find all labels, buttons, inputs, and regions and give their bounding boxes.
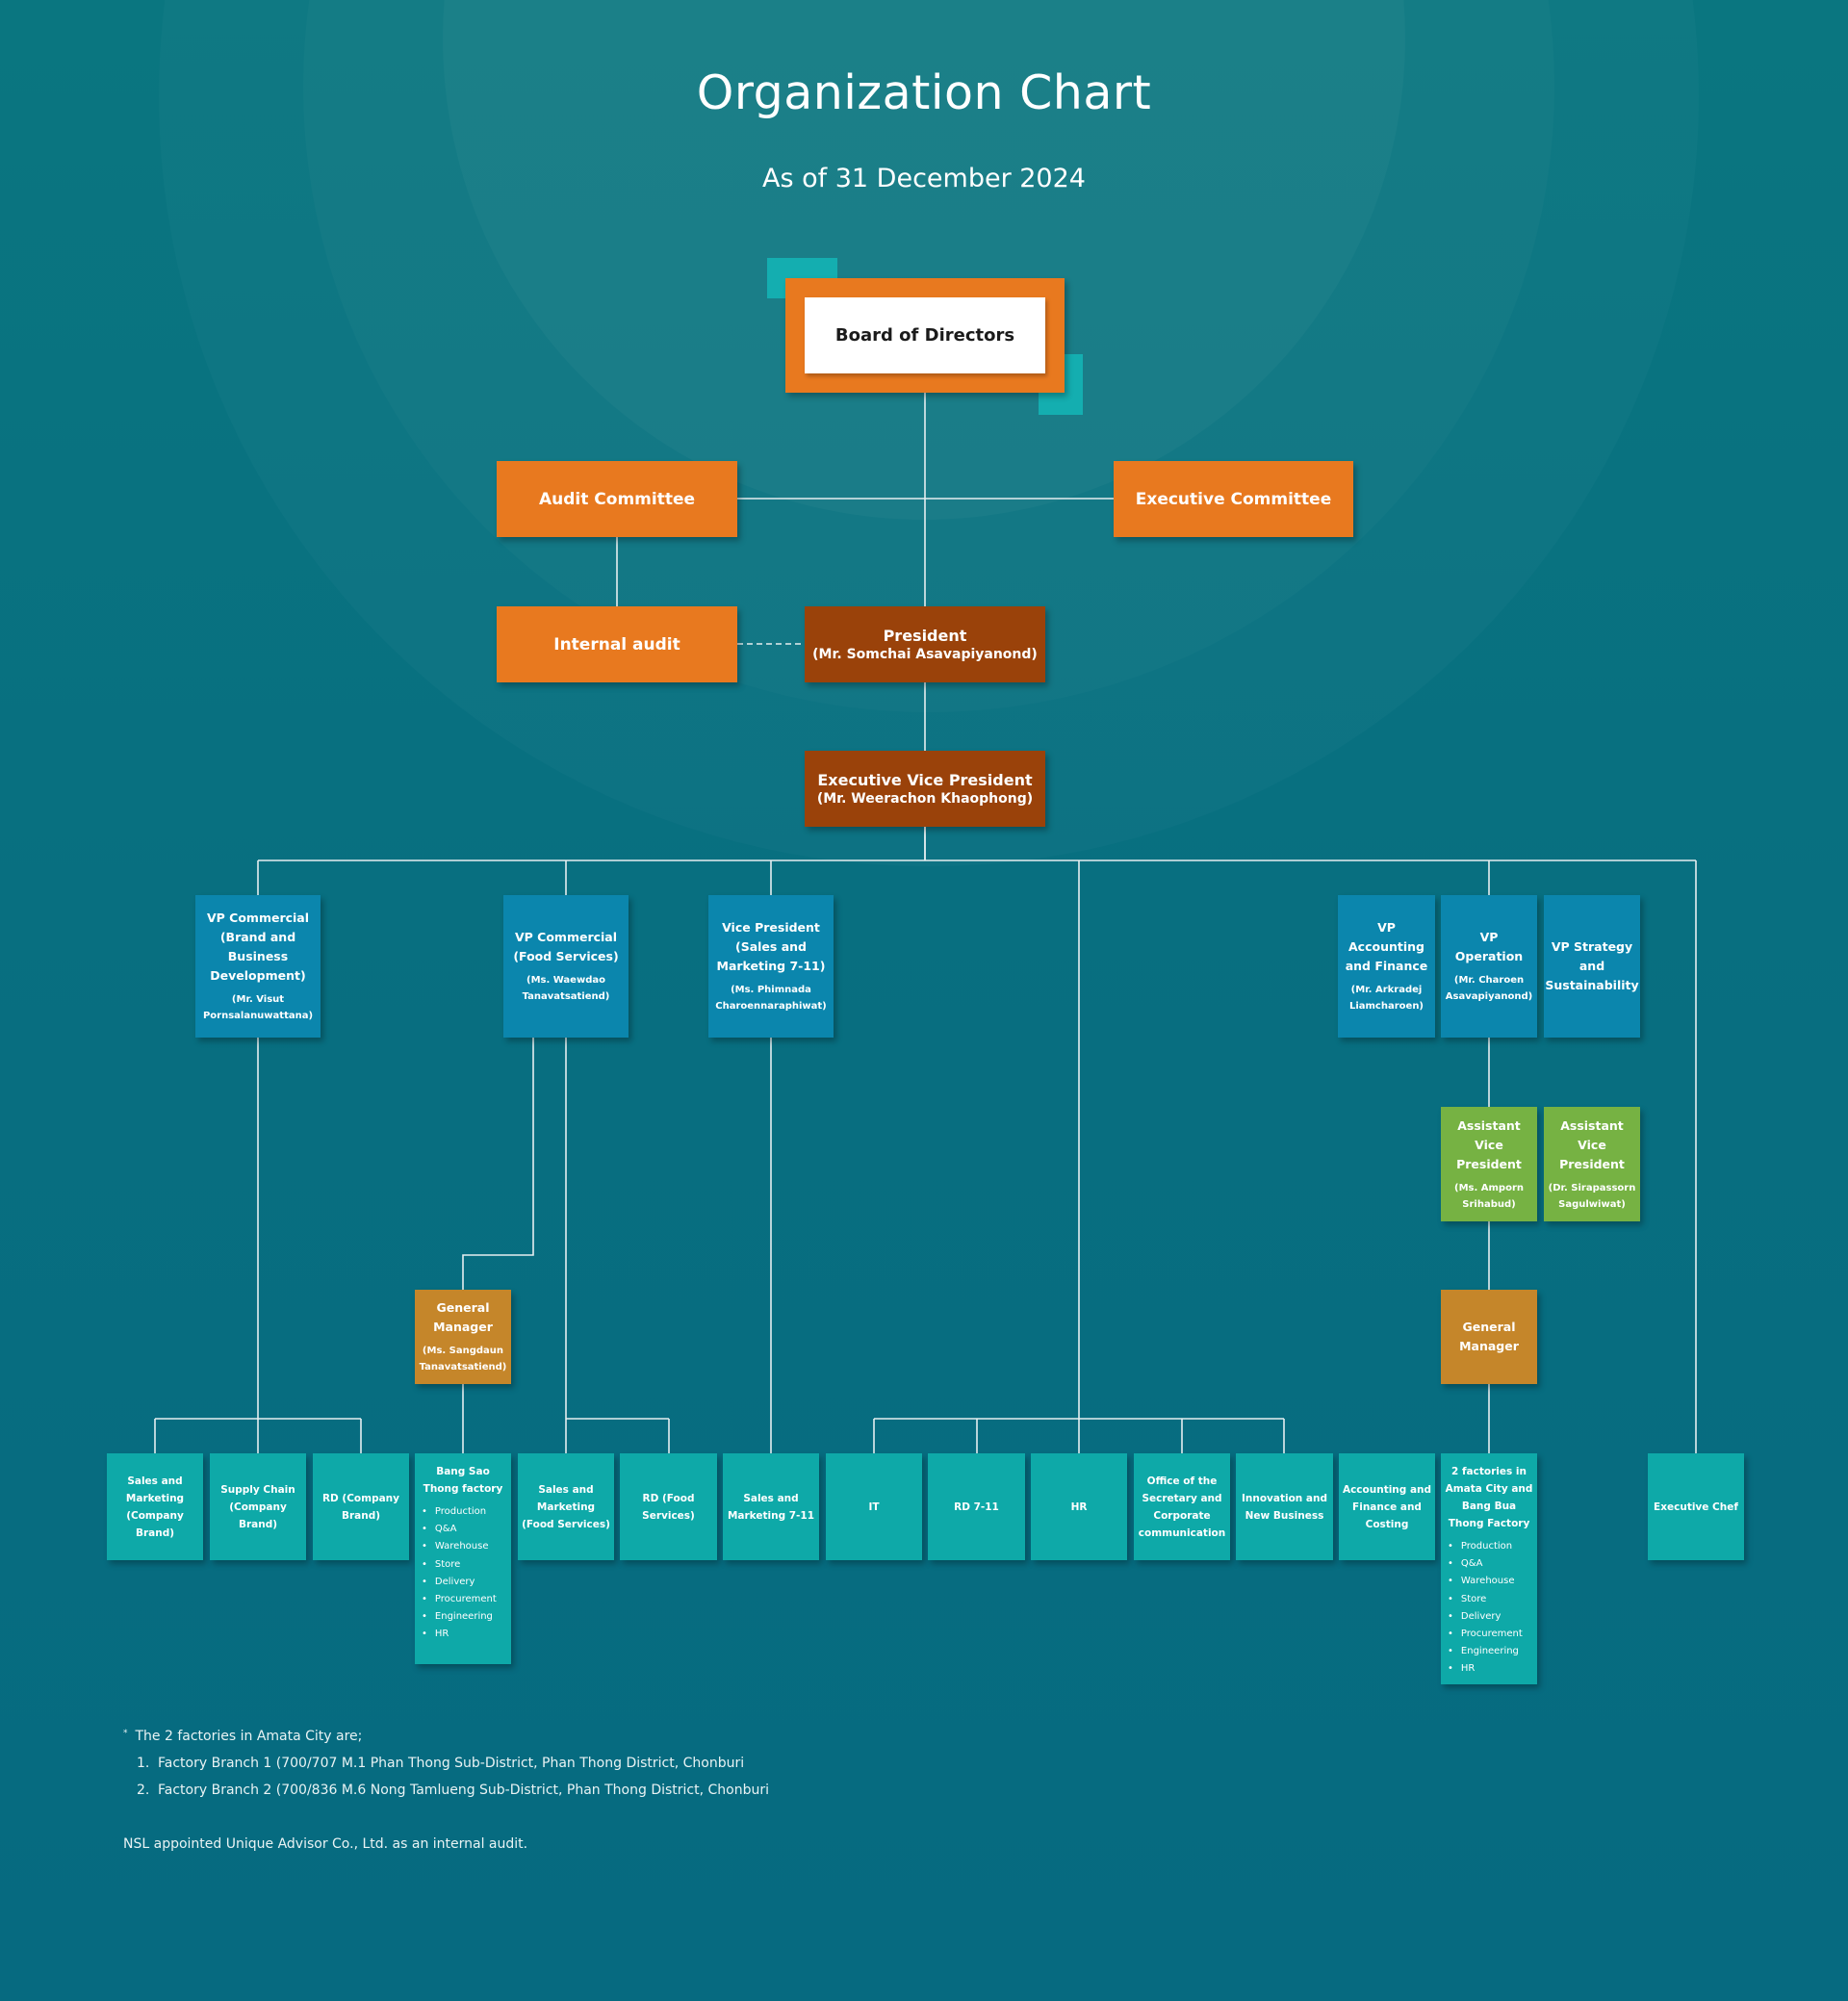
- factory-function-item: Warehouse: [1448, 1573, 1538, 1590]
- unit-bang-sao-thong-factory: Bang Sao Thong factory Production Q&A Wa…: [415, 1453, 511, 1664]
- footnote-item: 2. Factory Branch 2 (700/836 M.6 Nong Tam…: [137, 1783, 769, 1798]
- factory-function-item: HR: [422, 1626, 512, 1643]
- executive-vice-president-box: Executive Vice President (Mr. Weerachon …: [805, 751, 1045, 827]
- evp-title: Executive Vice President: [817, 771, 1033, 789]
- factory-function-item: Store: [422, 1556, 512, 1574]
- factory-function-item: Engineering: [1448, 1643, 1538, 1660]
- assistant-vp-amporn-box: Assistant Vice President (Ms. Amporn Sri…: [1441, 1107, 1537, 1221]
- avp-name: (Ms. Amporn Srihabud): [1454, 1182, 1524, 1210]
- factory-function-list: Production Q&A Warehouse Store Delivery …: [414, 1503, 512, 1644]
- footnote-item-text: Factory Branch 1 (700/707 M.1 Phan Thong…: [158, 1756, 745, 1771]
- factory-function-item: HR: [1448, 1660, 1538, 1678]
- evp-name: (Mr. Weerachon Khaophong): [816, 791, 1034, 807]
- executive-committee-box: Executive Committee: [1114, 461, 1353, 537]
- unit-label: Bang Sao Thong factory: [423, 1466, 503, 1495]
- vp-operation-box: VP Operation (Mr. Charoen Asavapiyanond): [1441, 895, 1537, 1038]
- unit-sales-marketing-company-brand: Sales and Marketing (Company Brand): [107, 1453, 203, 1560]
- vp-name: (Mr. Arkradej Liamcharoen): [1348, 985, 1424, 1012]
- vp-commercial-food-box: VP Commercial (Food Services) (Ms. Waewd…: [503, 895, 629, 1038]
- unit-it: IT: [826, 1453, 922, 1560]
- gm-title: General Manager: [1459, 1320, 1519, 1353]
- unit-accounting-finance-costing: Accounting and Finance and Costing: [1339, 1453, 1435, 1560]
- unit-sales-marketing-food-services: Sales and Marketing (Food Services): [518, 1453, 614, 1560]
- general-manager-operation-box: General Manager: [1441, 1290, 1537, 1384]
- unit-label: 2 factories in Amata City and Bang Bua T…: [1445, 1466, 1533, 1529]
- avp-title: Assistant Vice President: [1456, 1117, 1522, 1171]
- factory-function-item: Delivery: [422, 1574, 512, 1591]
- general-manager-food-box: General Manager (Ms. Sangdaun Tanavatsat…: [415, 1290, 511, 1384]
- factory-function-item: Store: [1448, 1591, 1538, 1608]
- audit-committee-box: Audit Committee: [497, 461, 737, 537]
- vp-title: VP Commercial (Food Services): [513, 930, 619, 963]
- page-title: Organization Chart: [696, 65, 1152, 120]
- unit-rd-company-brand: RD (Company Brand): [313, 1453, 409, 1560]
- vp-title: Vice President (Sales and Marketing 7-11…: [716, 920, 826, 973]
- board-of-directors-box: Board of Directors: [785, 278, 1065, 393]
- footnote-intro-text: The 2 factories in Amata City are;: [135, 1729, 363, 1744]
- unit-innovation-new-business: Innovation and New Business: [1236, 1453, 1333, 1560]
- connector-line: [462, 1038, 534, 1290]
- factory-function-item: Q&A: [1448, 1555, 1538, 1573]
- factory-function-item: Q&A: [422, 1521, 512, 1538]
- vp-name: (Mr. Visut Pornsalanuwattana): [202, 994, 314, 1021]
- unit-factories-amata-bang-bua-thong: 2 factories in Amata City and Bang Bua T…: [1441, 1453, 1537, 1684]
- gm-title: General Manager: [433, 1300, 493, 1334]
- president-name: (Mr. Somchai Asavapiyanond): [812, 647, 1038, 662]
- president-title: President: [883, 627, 967, 645]
- factory-function-list: Production Q&A Warehouse Store Delivery …: [1440, 1538, 1538, 1679]
- factory-function-item: Delivery: [1448, 1608, 1538, 1626]
- vp-name: (Ms. Phimnada Charoennaraphiwat): [715, 985, 827, 1012]
- footnote-intro: * The 2 factories in Amata City are;: [123, 1729, 362, 1744]
- unit-executive-chef: Executive Chef: [1648, 1453, 1744, 1560]
- vp-name: (Ms. Waewdao Tanavatsatiend): [522, 975, 610, 1002]
- page-subtitle: As of 31 December 2024: [762, 164, 1086, 193]
- footnote-asterisk: *: [123, 1729, 128, 1738]
- unit-supply-chain: Supply Chain (Company Brand): [210, 1453, 306, 1560]
- footnote-audit-note: NSL appointed Unique Advisor Co., Ltd. a…: [123, 1836, 528, 1852]
- footnote-item-number: 2.: [137, 1783, 150, 1798]
- footnote-item-text: Factory Branch 2 (700/836 M.6 Nong Tamlu…: [158, 1783, 770, 1798]
- avp-title: Assistant Vice President: [1559, 1117, 1625, 1171]
- unit-sales-marketing-711: Sales and Marketing 7-11: [723, 1453, 819, 1560]
- vp-title: VP Operation: [1454, 930, 1524, 963]
- unit-office-of-secretary: Office of the Secretary and Corporate co…: [1134, 1453, 1230, 1560]
- unit-rd-food-services: RD (Food Services): [620, 1453, 717, 1560]
- footnote-item: 1. Factory Branch 1 (700/707 M.1 Phan Tho…: [137, 1756, 744, 1771]
- assistant-vp-sirapassorn-box: Assistant Vice President (Dr. Sirapassor…: [1544, 1107, 1640, 1221]
- president-box: President (Mr. Somchai Asavapiyanond): [805, 606, 1045, 682]
- footnote-item-number: 1.: [137, 1756, 150, 1771]
- unit-rd-711: RD 7-11: [928, 1453, 1025, 1560]
- board-of-directors-label: Board of Directors: [805, 297, 1045, 373]
- gm-name: (Ms. Sangdaun Tanavatsatiend): [419, 1346, 507, 1372]
- factory-function-item: Warehouse: [422, 1538, 512, 1555]
- vp-accounting-box: VP Accounting and Finance (Mr. Arkradej …: [1338, 895, 1435, 1038]
- factory-function-item: Procurement: [1448, 1626, 1538, 1643]
- factory-function-item: Production: [1448, 1538, 1538, 1555]
- factory-function-item: Procurement: [422, 1591, 512, 1608]
- factory-function-item: Production: [422, 1503, 512, 1521]
- vp-strategy-box: VP Strategy and Sustainability: [1544, 895, 1640, 1038]
- unit-hr: HR: [1031, 1453, 1127, 1560]
- vp-title: VP Commercial (Brand and Business Develo…: [206, 911, 310, 983]
- vp-title: VP Accounting and Finance: [1345, 920, 1428, 973]
- vp-title: VP Strategy and Sustainability: [1545, 939, 1639, 992]
- factory-function-item: Engineering: [422, 1608, 512, 1626]
- avp-name: (Dr. Sirapassorn Sagulwiwat): [1548, 1182, 1636, 1210]
- vp-sales-711-box: Vice President (Sales and Marketing 7-11…: [708, 895, 834, 1038]
- internal-audit-box: Internal audit: [497, 606, 737, 682]
- vp-name: (Mr. Charoen Asavapiyanond): [1445, 975, 1533, 1002]
- vp-commercial-brand-box: VP Commercial (Brand and Business Develo…: [195, 895, 321, 1038]
